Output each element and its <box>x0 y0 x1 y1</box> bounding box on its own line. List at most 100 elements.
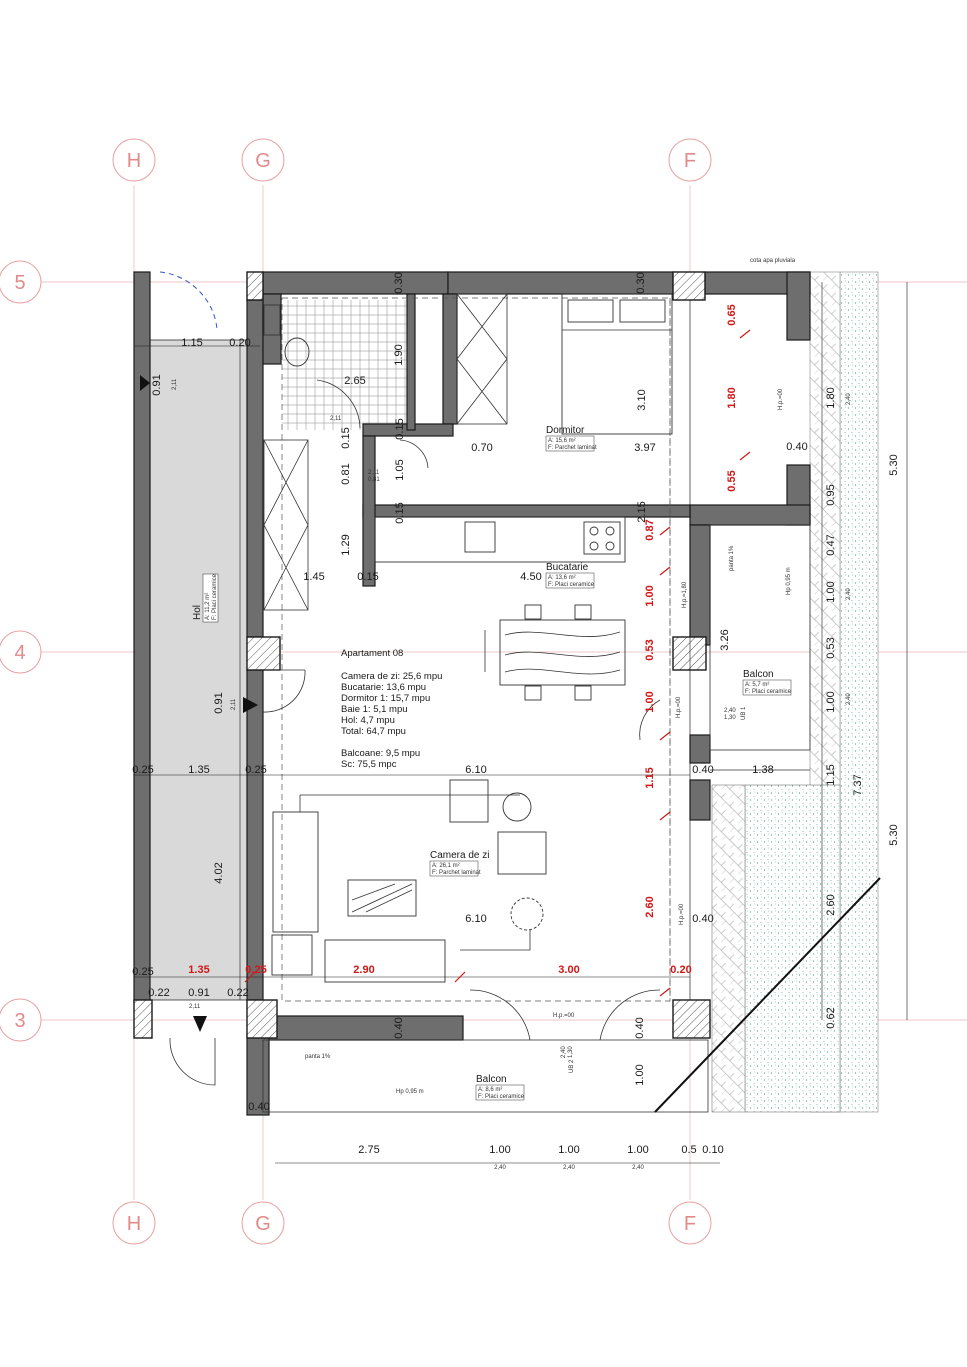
terrace-paving <box>744 784 841 1113</box>
toilet <box>263 304 310 367</box>
svg-text:Hol: Hol <box>192 605 203 620</box>
room-label-bucatarie: Bucatarie A: 13,6 m² F: Placi ceramice <box>545 562 595 589</box>
svg-text:Bucatarie: Bucatarie <box>546 562 589 573</box>
svg-text:1.15: 1.15 <box>825 764 837 785</box>
entry-arrow-icon <box>193 1016 207 1032</box>
svg-text:5.30: 5.30 <box>888 454 900 475</box>
svg-text:0.10: 0.10 <box>702 1144 723 1156</box>
svg-text:0.25: 0.25 <box>132 764 153 776</box>
svg-text:Dormitor: Dormitor <box>546 425 585 436</box>
svg-text:4.02: 4.02 <box>213 862 225 883</box>
hol-closet <box>263 439 309 611</box>
svg-text:2.75: 2.75 <box>358 1144 379 1156</box>
svg-text:0.47: 0.47 <box>825 534 837 555</box>
svg-text:Dormitor 1: 15,7 mpu: Dormitor 1: 15,7 mpu <box>341 693 430 704</box>
svg-text:H: H <box>127 150 141 172</box>
svg-text:H: H <box>127 1213 141 1235</box>
svg-text:F: Parchet laminat: F: Parchet laminat <box>548 445 597 451</box>
svg-text:2,40: 2,40 <box>561 1046 567 1058</box>
svg-text:2,40: 2,40 <box>494 1165 506 1171</box>
svg-text:2,11: 2,11 <box>189 1004 201 1010</box>
svg-text:0.40: 0.40 <box>634 1017 646 1038</box>
svg-text:2,40: 2,40 <box>632 1165 644 1171</box>
annotations: Hp 0,95 m H.p.=00 panta 1% Hp 0,95 m pan… <box>172 378 852 1095</box>
svg-text:0.22: 0.22 <box>227 987 248 999</box>
entry-arrow-icon <box>243 697 258 713</box>
svg-text:2.15: 2.15 <box>636 501 648 522</box>
svg-text:1.00: 1.00 <box>634 1064 646 1085</box>
svg-text:H.p.=00: H.p.=00 <box>676 696 682 718</box>
svg-text:1.15: 1.15 <box>181 337 202 349</box>
svg-text:Camera de zi: Camera de zi <box>430 850 489 861</box>
grid-bubble-left-5: 5 <box>0 260 42 304</box>
svg-text:1.15: 1.15 <box>644 767 656 788</box>
svg-text:1.00: 1.00 <box>825 691 837 712</box>
svg-text:0.15: 0.15 <box>340 427 352 448</box>
svg-text:panta 1%: panta 1% <box>729 545 735 571</box>
svg-text:0.22: 0.22 <box>148 987 169 999</box>
columns <box>133 271 711 1039</box>
svg-text:Balcoane: 9,5 mpu: Balcoane: 9,5 mpu <box>341 748 420 759</box>
apartment-info: Apartament 08 Camera de zi: 25,6 mpu Buc… <box>341 648 442 770</box>
svg-text:A: 15,6 m²: A: 15,6 m² <box>548 438 576 444</box>
terrace-brick <box>711 784 746 1113</box>
svg-text:F: Placi ceramice: F: Placi ceramice <box>745 689 792 695</box>
dining-table <box>484 604 626 701</box>
svg-text:0.91: 0.91 <box>213 692 225 713</box>
svg-text:4: 4 <box>14 642 25 664</box>
svg-text:F: F <box>684 150 696 172</box>
svg-text:7.37: 7.37 <box>852 774 864 795</box>
svg-text:Total: 64,7 mpu: Total: 64,7 mpu <box>341 726 406 737</box>
svg-text:0.40: 0.40 <box>692 913 713 925</box>
hol-floor <box>149 339 248 1001</box>
svg-text:F: F <box>684 1213 696 1235</box>
svg-text:0.70: 0.70 <box>471 442 492 454</box>
svg-text:1.05: 1.05 <box>394 459 406 480</box>
svg-text:H.p.=1,80: H.p.=1,80 <box>682 581 688 608</box>
grid-bubble-left-3: 3 <box>0 998 42 1042</box>
svg-text:1.29: 1.29 <box>340 534 352 555</box>
svg-text:1.00: 1.00 <box>558 1144 579 1156</box>
svg-text:F: Placi ceramice: F: Placi ceramice <box>212 573 218 620</box>
wardrobe <box>456 293 508 425</box>
svg-text:1.80: 1.80 <box>825 387 837 408</box>
svg-text:0.25: 0.25 <box>245 764 266 776</box>
walls <box>133 271 811 1116</box>
svg-text:0.25: 0.25 <box>132 966 153 978</box>
grid-bubble-bottom-g: G <box>241 1201 285 1245</box>
svg-text:F: Placi ceramice: F: Placi ceramice <box>478 1094 525 1100</box>
doors <box>159 271 661 1086</box>
svg-text:2,11: 2,11 <box>231 698 237 710</box>
svg-text:1,30: 1,30 <box>724 715 736 721</box>
svg-text:1.80: 1.80 <box>726 387 738 408</box>
svg-text:3.10: 3.10 <box>636 389 648 410</box>
svg-text:2.65: 2.65 <box>344 375 365 387</box>
svg-text:1.45: 1.45 <box>303 571 324 583</box>
svg-text:A: 11,2 m²: A: 11,2 m² <box>205 593 211 620</box>
svg-text:0.95: 0.95 <box>825 484 837 505</box>
svg-text:Hp 0,95 m: Hp 0,95 m <box>396 1089 424 1095</box>
dimensions-red: 0.65 1.80 0.55 0.87 1.00 0.53 1.00 1.15 … <box>188 304 738 976</box>
bathroom-tiles <box>282 300 407 430</box>
svg-text:3.00: 3.00 <box>558 964 579 976</box>
svg-text:6.10: 6.10 <box>465 764 486 776</box>
grid-bubble-bottom-f: F <box>668 1201 712 1245</box>
svg-text:2,40: 2,40 <box>846 393 852 405</box>
svg-text:2,11: 2,11 <box>330 416 342 422</box>
svg-text:0.20: 0.20 <box>670 964 691 976</box>
svg-text:Baie 1: 5,1 mpu: Baie 1: 5,1 mpu <box>341 704 408 715</box>
living-furniture <box>271 779 547 983</box>
svg-text:0.81: 0.81 <box>340 463 352 484</box>
svg-text:0.15: 0.15 <box>357 571 378 583</box>
svg-text:1.35: 1.35 <box>188 764 209 776</box>
svg-text:G: G <box>255 150 271 172</box>
svg-text:1.38: 1.38 <box>752 764 773 776</box>
bed <box>561 293 673 435</box>
room-label-hol: Hol A: 11,2 m² F: Placi ceramice <box>192 573 219 623</box>
svg-text:Hp 0,95 m: Hp 0,95 m <box>786 567 792 595</box>
svg-text:H.p.=00: H.p.=00 <box>778 388 784 410</box>
svg-text:Camera de zi: 25,6 mpu: Camera de zi: 25,6 mpu <box>341 671 442 682</box>
balcony-right <box>709 524 811 751</box>
svg-text:2,40: 2,40 <box>724 708 736 714</box>
